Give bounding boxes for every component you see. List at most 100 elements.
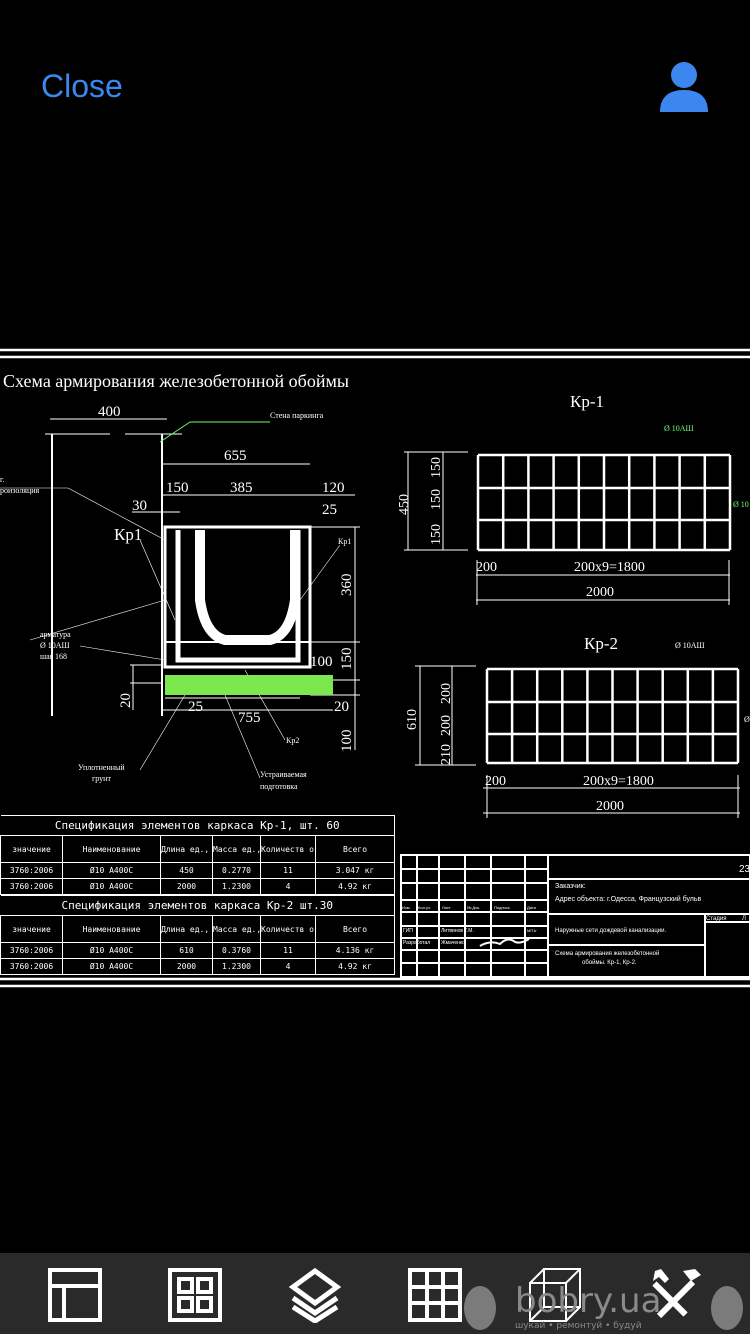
concrete-prep-fill: [165, 675, 333, 695]
views-icon[interactable]: [167, 1267, 223, 1323]
table-cell: Спецификация элементов каркаса Кр-1, шт.…: [0, 815, 395, 836]
table-cell: 3760:2006: [0, 862, 63, 879]
svg-text:№ Док.: № Док.: [467, 905, 480, 910]
svg-text:200: 200: [439, 715, 454, 736]
table-cell: Всего: [314, 915, 396, 943]
table-cell: 450: [160, 862, 213, 879]
svg-text:150: 150: [166, 480, 189, 496]
table-cell: 1.2300: [212, 878, 261, 895]
table-cell: 3.047 кг: [315, 862, 395, 879]
svg-text:Кр1: Кр1: [338, 537, 351, 546]
tools-icon[interactable]: [647, 1267, 703, 1323]
close-button[interactable]: Close: [41, 68, 123, 104]
svg-text:360: 360: [339, 574, 355, 597]
svg-text:арматура: арматура: [40, 630, 71, 639]
svg-text:Литвинов Т.М.: Литвинов Т.М.: [441, 928, 474, 934]
table-cell: Ø10 А400С: [62, 942, 161, 959]
table-cell: 0.2770: [212, 862, 261, 879]
svg-text:Кол.уч.: Кол.уч.: [418, 905, 431, 910]
svg-text:150: 150: [429, 489, 444, 510]
kp1-view: Кр-1 Ø 10АШ Ø 10 450 150 150 150 200 200…: [397, 392, 749, 605]
table-cell: 4.136 кг: [314, 942, 396, 959]
svg-text:обоймы. Кр-1, Кр-2.: обоймы. Кр-1, Кр-2.: [582, 959, 637, 966]
kp2-view: Кр-2 Ø 10АШ Ø 610 200 200 210 200 200x9=…: [405, 634, 750, 818]
table-cell: 11: [260, 862, 316, 879]
table-cell: 4: [260, 958, 316, 975]
svg-text:2000: 2000: [596, 799, 624, 814]
svg-text:200: 200: [439, 683, 454, 704]
table-cell: Масса ед., кг: [212, 835, 261, 863]
kp1-mesh: [476, 453, 732, 552]
table-cell: Ø10 А400С: [62, 958, 161, 975]
table-title: Спецификация элементов каркаса Кр-2 шт.3…: [0, 895, 396, 916]
svg-text:20: 20: [334, 699, 349, 715]
svg-text:Кр1: Кр1: [114, 525, 142, 544]
svg-text:655: 655: [224, 448, 247, 464]
layout-icon[interactable]: [47, 1267, 103, 1323]
table-cell: Длина ед., мм: [160, 835, 213, 863]
table-cell: 3760:2006: [0, 942, 63, 959]
svg-text:200x9=1800: 200x9=1800: [574, 560, 645, 575]
table-cell: 2000: [160, 878, 213, 895]
grid-icon[interactable]: [407, 1267, 463, 1323]
table-cell: 11: [260, 942, 316, 959]
svg-text:610: 610: [405, 709, 420, 730]
svg-text:20: 20: [118, 693, 134, 708]
bottom-toolbar: [0, 1253, 750, 1334]
table-cell: 0.3760: [212, 942, 261, 959]
table-cell: Наименование: [62, 915, 161, 943]
svg-text:150: 150: [339, 648, 355, 671]
table-cell: 4: [260, 878, 316, 895]
cad-drawing-canvas[interactable]: Схема армирования железобетонной обоймы …: [0, 346, 750, 990]
svg-text:2000: 2000: [586, 585, 614, 600]
svg-text:ГИП: ГИП: [403, 928, 413, 934]
table-cell: 4.92 кг: [314, 958, 396, 975]
svg-text:450: 450: [397, 494, 412, 515]
svg-text:150: 150: [429, 524, 444, 545]
person-icon[interactable]: [658, 60, 710, 114]
svg-text:Ø 10: Ø 10: [733, 500, 749, 509]
table-cell: Длина ед., мм: [160, 915, 213, 943]
svg-text:Лист: Лист: [442, 905, 451, 910]
table-cell: Всего: [315, 835, 395, 863]
svg-text:Изм.: Изм.: [402, 905, 411, 910]
svg-text:Ø 10АШ: Ø 10АШ: [664, 424, 694, 433]
3d-cube-icon[interactable]: [527, 1267, 583, 1323]
svg-text:Кр-1: Кр-1: [570, 392, 604, 411]
kp2-mesh: [485, 667, 740, 765]
svg-text:Заказчик:: Заказчик:: [555, 883, 586, 890]
svg-text:23: 23: [739, 864, 750, 875]
table-cell: Масса ед., кг: [212, 915, 261, 943]
svg-text:Схема армирования железобетонн: Схема армирования железобетонной: [555, 950, 659, 957]
table-cell: значение: [0, 835, 63, 863]
table-cell: 2000: [160, 958, 213, 975]
title-block: [400, 854, 750, 978]
spec-table-kp2: Спецификация элементов каркаса Кр-2 шт.3…: [0, 895, 396, 975]
svg-text:Кр-2: Кр-2: [584, 634, 618, 653]
svg-text:Уплотненный: Уплотненный: [78, 763, 125, 772]
svg-text:Кр2: Кр2: [286, 736, 299, 745]
table-cell: Количеств о, штук: [260, 915, 316, 943]
svg-text:Наружные сети дождевой канализ: Наружные сети дождевой канализации.: [555, 927, 666, 934]
table-cell: Ø10 А400С: [62, 862, 161, 879]
svg-text:Дата: Дата: [527, 905, 537, 910]
table-cell: Наименование: [62, 835, 161, 863]
wall-leader: [159, 421, 191, 443]
layers-icon[interactable]: [287, 1267, 343, 1323]
table-cell: 4.92 кг: [315, 878, 395, 895]
svg-text:200x9=1800: 200x9=1800: [583, 774, 654, 789]
svg-text:подготовка: подготовка: [260, 782, 298, 791]
signature: [479, 938, 530, 947]
spec-table-kp1: Спецификация элементов каркаса Кр-1, шт.…: [0, 815, 395, 895]
table-cell: значение: [0, 915, 63, 943]
svg-text:100: 100: [310, 654, 333, 670]
svg-text:Ø: Ø: [744, 715, 750, 724]
svg-text:шаг 168: шаг 168: [40, 652, 67, 661]
svg-text:роизоляция: роизоляция: [0, 486, 40, 495]
svg-text:Л: Л: [742, 916, 746, 922]
table-cell: 1.2300: [212, 958, 261, 975]
